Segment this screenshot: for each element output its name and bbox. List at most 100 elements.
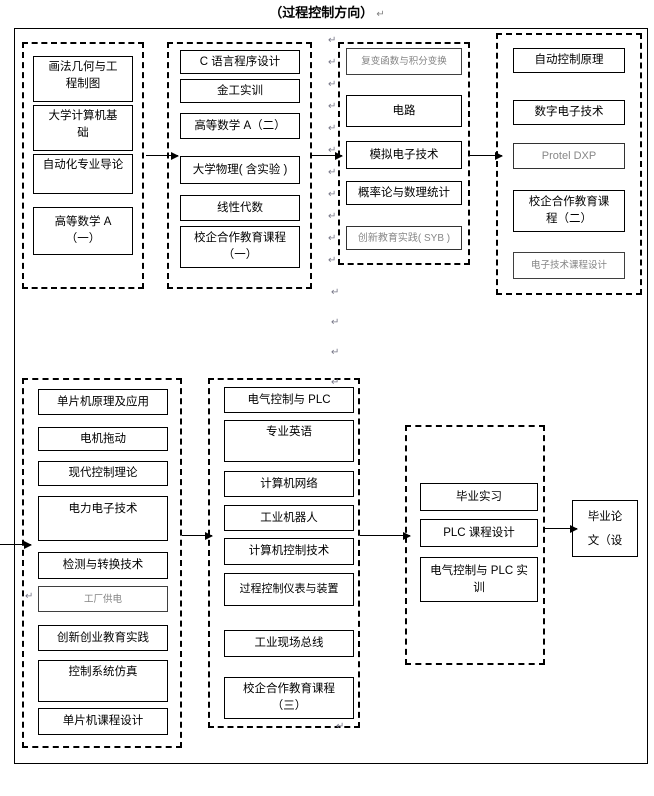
course-label: 高等数学 A （一） [54, 216, 112, 245]
course-label: 过程控制仪表与装置 [239, 583, 339, 595]
pilcrow-mark: ↵ [328, 79, 337, 90]
course-label: 数字电子技术 [534, 106, 604, 118]
course-label: 复变函数与积分变换 [361, 56, 447, 67]
course-box[interactable]: 控制系统仿真 [38, 660, 168, 702]
semester-group-4 [496, 33, 642, 295]
pilcrow-mark: ↵ [328, 255, 337, 266]
course-box[interactable]: 画法几何与工 程制图 [33, 56, 133, 102]
course-box[interactable]: 工业机器人 [224, 505, 354, 531]
thesis-box[interactable]: 毕业论 文（设 [572, 500, 638, 557]
course-box[interactable]: 电机拖动 [38, 427, 168, 451]
course-box[interactable]: 自动化专业导论 [33, 154, 133, 194]
course-box[interactable]: 过程控制仪表与装置 [224, 573, 354, 606]
arrow-group1-to-group2 [146, 151, 179, 160]
course-box[interactable]: 校企合作教育课程 （三） [224, 677, 354, 719]
course-label: C 语言程序设计 [199, 55, 281, 68]
course-label: PLC 课程设计 [443, 526, 515, 539]
thesis-label: 毕业论 文（设 [587, 510, 623, 547]
pilcrow-mark: ↵ [328, 35, 337, 46]
pilcrow-mark: ↵ [328, 57, 337, 68]
course-label: 工业现场总线 [254, 637, 324, 649]
course-box[interactable]: 创新教育实践( SYB ) [346, 226, 462, 250]
course-box[interactable]: 电气控制与 PLC 实 训 [420, 557, 538, 602]
course-box[interactable]: 单片机原理及应用 [38, 389, 168, 415]
course-box[interactable]: C 语言程序设计 [180, 50, 300, 74]
course-box[interactable]: 检测与转换技术 [38, 552, 168, 579]
arrow-group6-to-group7 [360, 531, 411, 540]
course-box[interactable]: 计算机控制技术 [224, 538, 354, 565]
diagram-outer-frame [14, 28, 648, 764]
course-label: 单片机原理及应用 [57, 395, 149, 408]
course-label: 校企合作教育课程 （一） [194, 232, 286, 261]
course-box[interactable]: 电气控制与 PLC [224, 387, 354, 413]
course-label: 工业机器人 [260, 511, 318, 524]
course-box[interactable]: 电力电子技术 [38, 496, 168, 541]
pilcrow-mark: ↵ [328, 189, 337, 200]
course-label: 画法几何与工 程制图 [48, 61, 118, 90]
course-label: 线性代数 [217, 201, 263, 214]
pilcrow-mark: ↵ [328, 145, 337, 156]
course-label: 电机拖动 [80, 432, 126, 445]
course-box[interactable]: 金工实训 [180, 79, 300, 103]
course-label: 高等数学 A（二） [194, 119, 286, 132]
pilcrow-mark: ↵ [328, 167, 337, 178]
course-label: 大学物理( 含实验 ) [192, 163, 288, 176]
course-box[interactable]: 概率论与数理统计 [346, 181, 462, 205]
course-label: 创新教育实践( SYB ) [357, 232, 451, 244]
course-label: 自动化专业导论 [42, 159, 124, 171]
arrow-group7-to-thesis [545, 524, 578, 533]
pilcrow-mark: ↵ [331, 377, 340, 388]
course-label: 控制系统仿真 [68, 666, 138, 678]
course-box[interactable]: 大学物理( 含实验 ) [180, 156, 300, 184]
course-label: 单片机课程设计 [62, 715, 144, 727]
course-label: 电力电子技术 [68, 503, 138, 515]
course-label: 大学计算机基 础 [48, 110, 118, 139]
course-box[interactable]: 单片机课程设计 [38, 708, 168, 735]
pilcrow-mark: ↵ [331, 317, 340, 328]
pilcrow-mark: ↵ [328, 211, 337, 222]
pilcrow-mark: ↵ [25, 591, 34, 602]
pilcrow-mark: ↵ [336, 721, 345, 732]
course-box[interactable]: 现代控制理论 [38, 461, 168, 486]
course-box[interactable]: Protel DXP [513, 143, 625, 169]
course-box[interactable]: 电子技术课程设计 [513, 252, 625, 279]
arrow-group5-to-group6 [182, 531, 213, 540]
course-box[interactable]: 数字电子技术 [513, 100, 625, 125]
title-pilcrow-mark: ↵ [376, 9, 385, 20]
course-label: 电气控制与 PLC 实 训 [430, 564, 528, 594]
course-box[interactable]: 大学计算机基 础 [33, 105, 133, 151]
course-box[interactable]: PLC 课程设计 [420, 519, 538, 547]
semester-group-2 [167, 42, 312, 289]
arrow-group3-to-group4 [470, 151, 503, 160]
course-box[interactable]: 专业英语 [224, 420, 354, 462]
course-box[interactable]: 创新创业教育实践 [38, 625, 168, 651]
course-box[interactable]: 模拟电子技术 [346, 141, 462, 169]
course-box[interactable]: 高等数学 A（二） [180, 113, 300, 139]
course-box[interactable]: 复变函数与积分变换 [346, 48, 462, 75]
course-box[interactable]: 毕业实习 [420, 483, 538, 511]
course-label: 校企合作教育课 程（二） [528, 196, 610, 225]
course-label: 电子技术课程设计 [530, 260, 607, 271]
course-label: 工厂供电 [83, 593, 122, 605]
course-box[interactable]: 计算机网络 [224, 471, 354, 497]
course-box[interactable]: 工厂供电 [38, 586, 168, 612]
course-box[interactable]: 电路 [346, 95, 462, 127]
arrow-into-group5 [0, 540, 32, 549]
course-label: 计算机网络 [260, 477, 318, 490]
course-box[interactable]: 高等数学 A （一） [33, 207, 133, 255]
course-box[interactable]: 工业现场总线 [224, 630, 354, 657]
page-title: （过程控制方向）↵ [0, 2, 654, 21]
course-label: 专业英语 [266, 426, 312, 438]
course-label: 模拟电子技术 [369, 148, 439, 161]
course-box[interactable]: 校企合作教育课 程（二） [513, 190, 625, 232]
semester-group-5 [22, 378, 182, 748]
course-box[interactable]: 线性代数 [180, 195, 300, 221]
course-label: 金工实训 [217, 84, 263, 97]
page-title-text: （过程控制方向） [269, 5, 374, 20]
course-label: 现代控制理论 [68, 467, 138, 479]
course-label: 电气控制与 PLC [247, 393, 331, 406]
course-box[interactable]: 自动控制原理 [513, 48, 625, 73]
pilcrow-mark: ↵ [328, 101, 337, 112]
course-box[interactable]: 校企合作教育课程 （一） [180, 226, 300, 268]
